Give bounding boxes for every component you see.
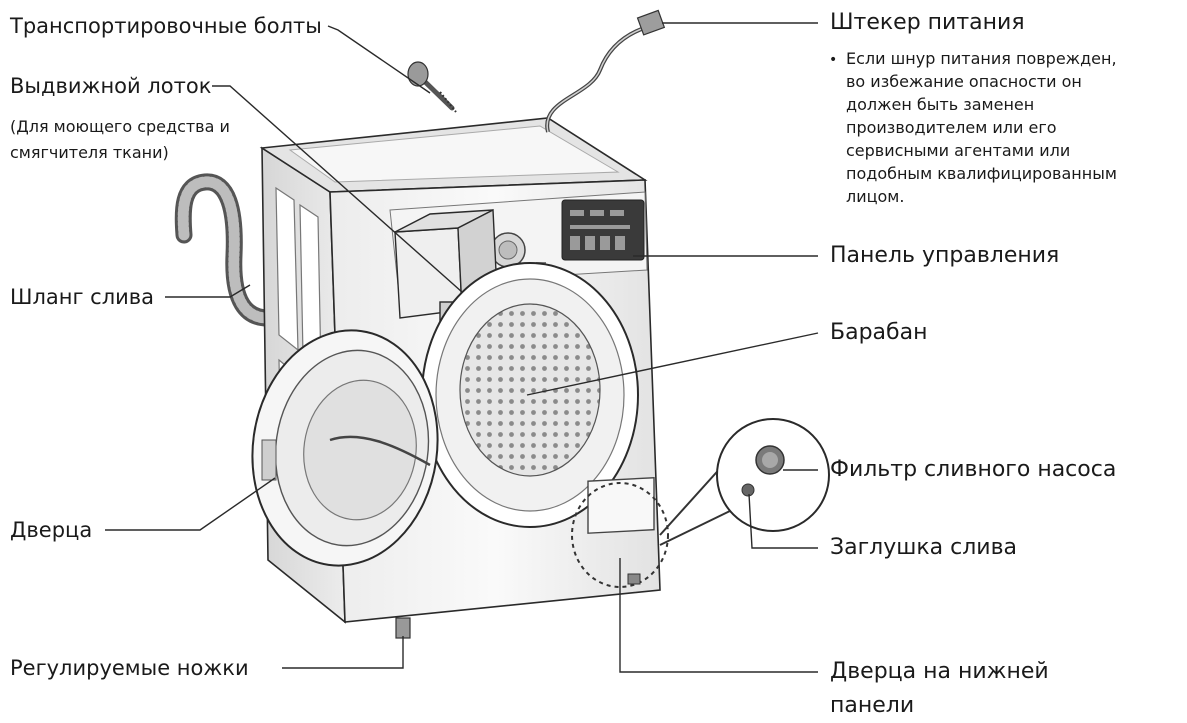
leader-lines — [105, 22, 819, 673]
control-display-segments — [570, 210, 630, 250]
note-line: во избежание опасности он — [846, 72, 1082, 91]
label-bottom-door-2: панели — [830, 693, 915, 718]
label-transport-bolts: Транспортировочные болты — [10, 14, 322, 38]
label-drain-plug: Заглушка слива — [830, 535, 1018, 560]
drain-hose — [174, 173, 281, 327]
power-cord — [545, 9, 666, 133]
label-drawer-note-1: (Для моющего средства и — [10, 117, 230, 136]
power-plug-note: Если шнур питания поврежден, во избежани… — [846, 47, 1117, 208]
door — [251, 329, 439, 567]
note-line: производителем или его — [846, 118, 1057, 137]
label-power-plug: Штекер питания — [830, 10, 1025, 35]
note-bullet-icon: • — [829, 52, 838, 68]
control-display — [561, 199, 645, 261]
program-dial-center — [498, 240, 518, 260]
label-pump-filter: Фильтр сливного насоса — [830, 457, 1117, 482]
label-drawer-note-2: смягчителя ткани) — [10, 143, 169, 162]
machine-top-panel — [288, 125, 620, 183]
note-line: лицом. — [846, 187, 905, 206]
label-drawer: Выдвижной лоток — [10, 74, 212, 98]
label-control-panel: Панель управления — [830, 243, 1060, 268]
label-drum: Барабан — [830, 320, 928, 345]
note-line: сервисными агентами или — [846, 141, 1071, 160]
note-line: подобным квалифицированным — [846, 164, 1117, 183]
foot-right — [627, 573, 641, 585]
label-door: Дверца — [10, 518, 93, 542]
adjustable-foot — [395, 617, 411, 639]
transport-bolt — [407, 61, 457, 113]
label-drain-hose: Шланг слива — [10, 285, 155, 309]
label-adjustable-feet: Регулируемые ножки — [10, 656, 249, 680]
bottom-panel-dashed-circle — [571, 482, 669, 588]
label-bottom-door-1: Дверца на нижней — [830, 659, 1049, 684]
magnifier — [659, 418, 830, 546]
note-line: должен быть заменен — [846, 95, 1035, 114]
drain-plug-cap — [741, 483, 755, 497]
note-line: Если шнур питания поврежден, — [846, 49, 1117, 68]
bottom-panel-door — [587, 476, 655, 534]
